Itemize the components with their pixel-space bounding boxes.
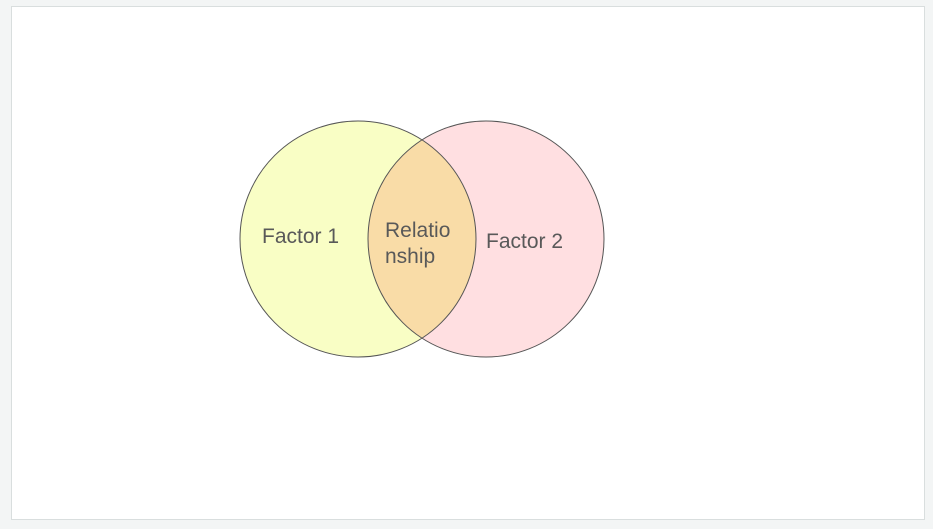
venn-label-intersection-line-1: Relatio bbox=[385, 219, 450, 242]
venn-label-factor-2: Factor 2 bbox=[486, 230, 563, 253]
venn-label-intersection-line-2: nship bbox=[385, 245, 435, 268]
venn-outline-factor-2 bbox=[367, 120, 605, 358]
venn-outline-factor-1 bbox=[239, 120, 477, 358]
venn-label-factor-1: Factor 1 bbox=[262, 225, 339, 248]
venn-intersection-region bbox=[368, 121, 476, 357]
